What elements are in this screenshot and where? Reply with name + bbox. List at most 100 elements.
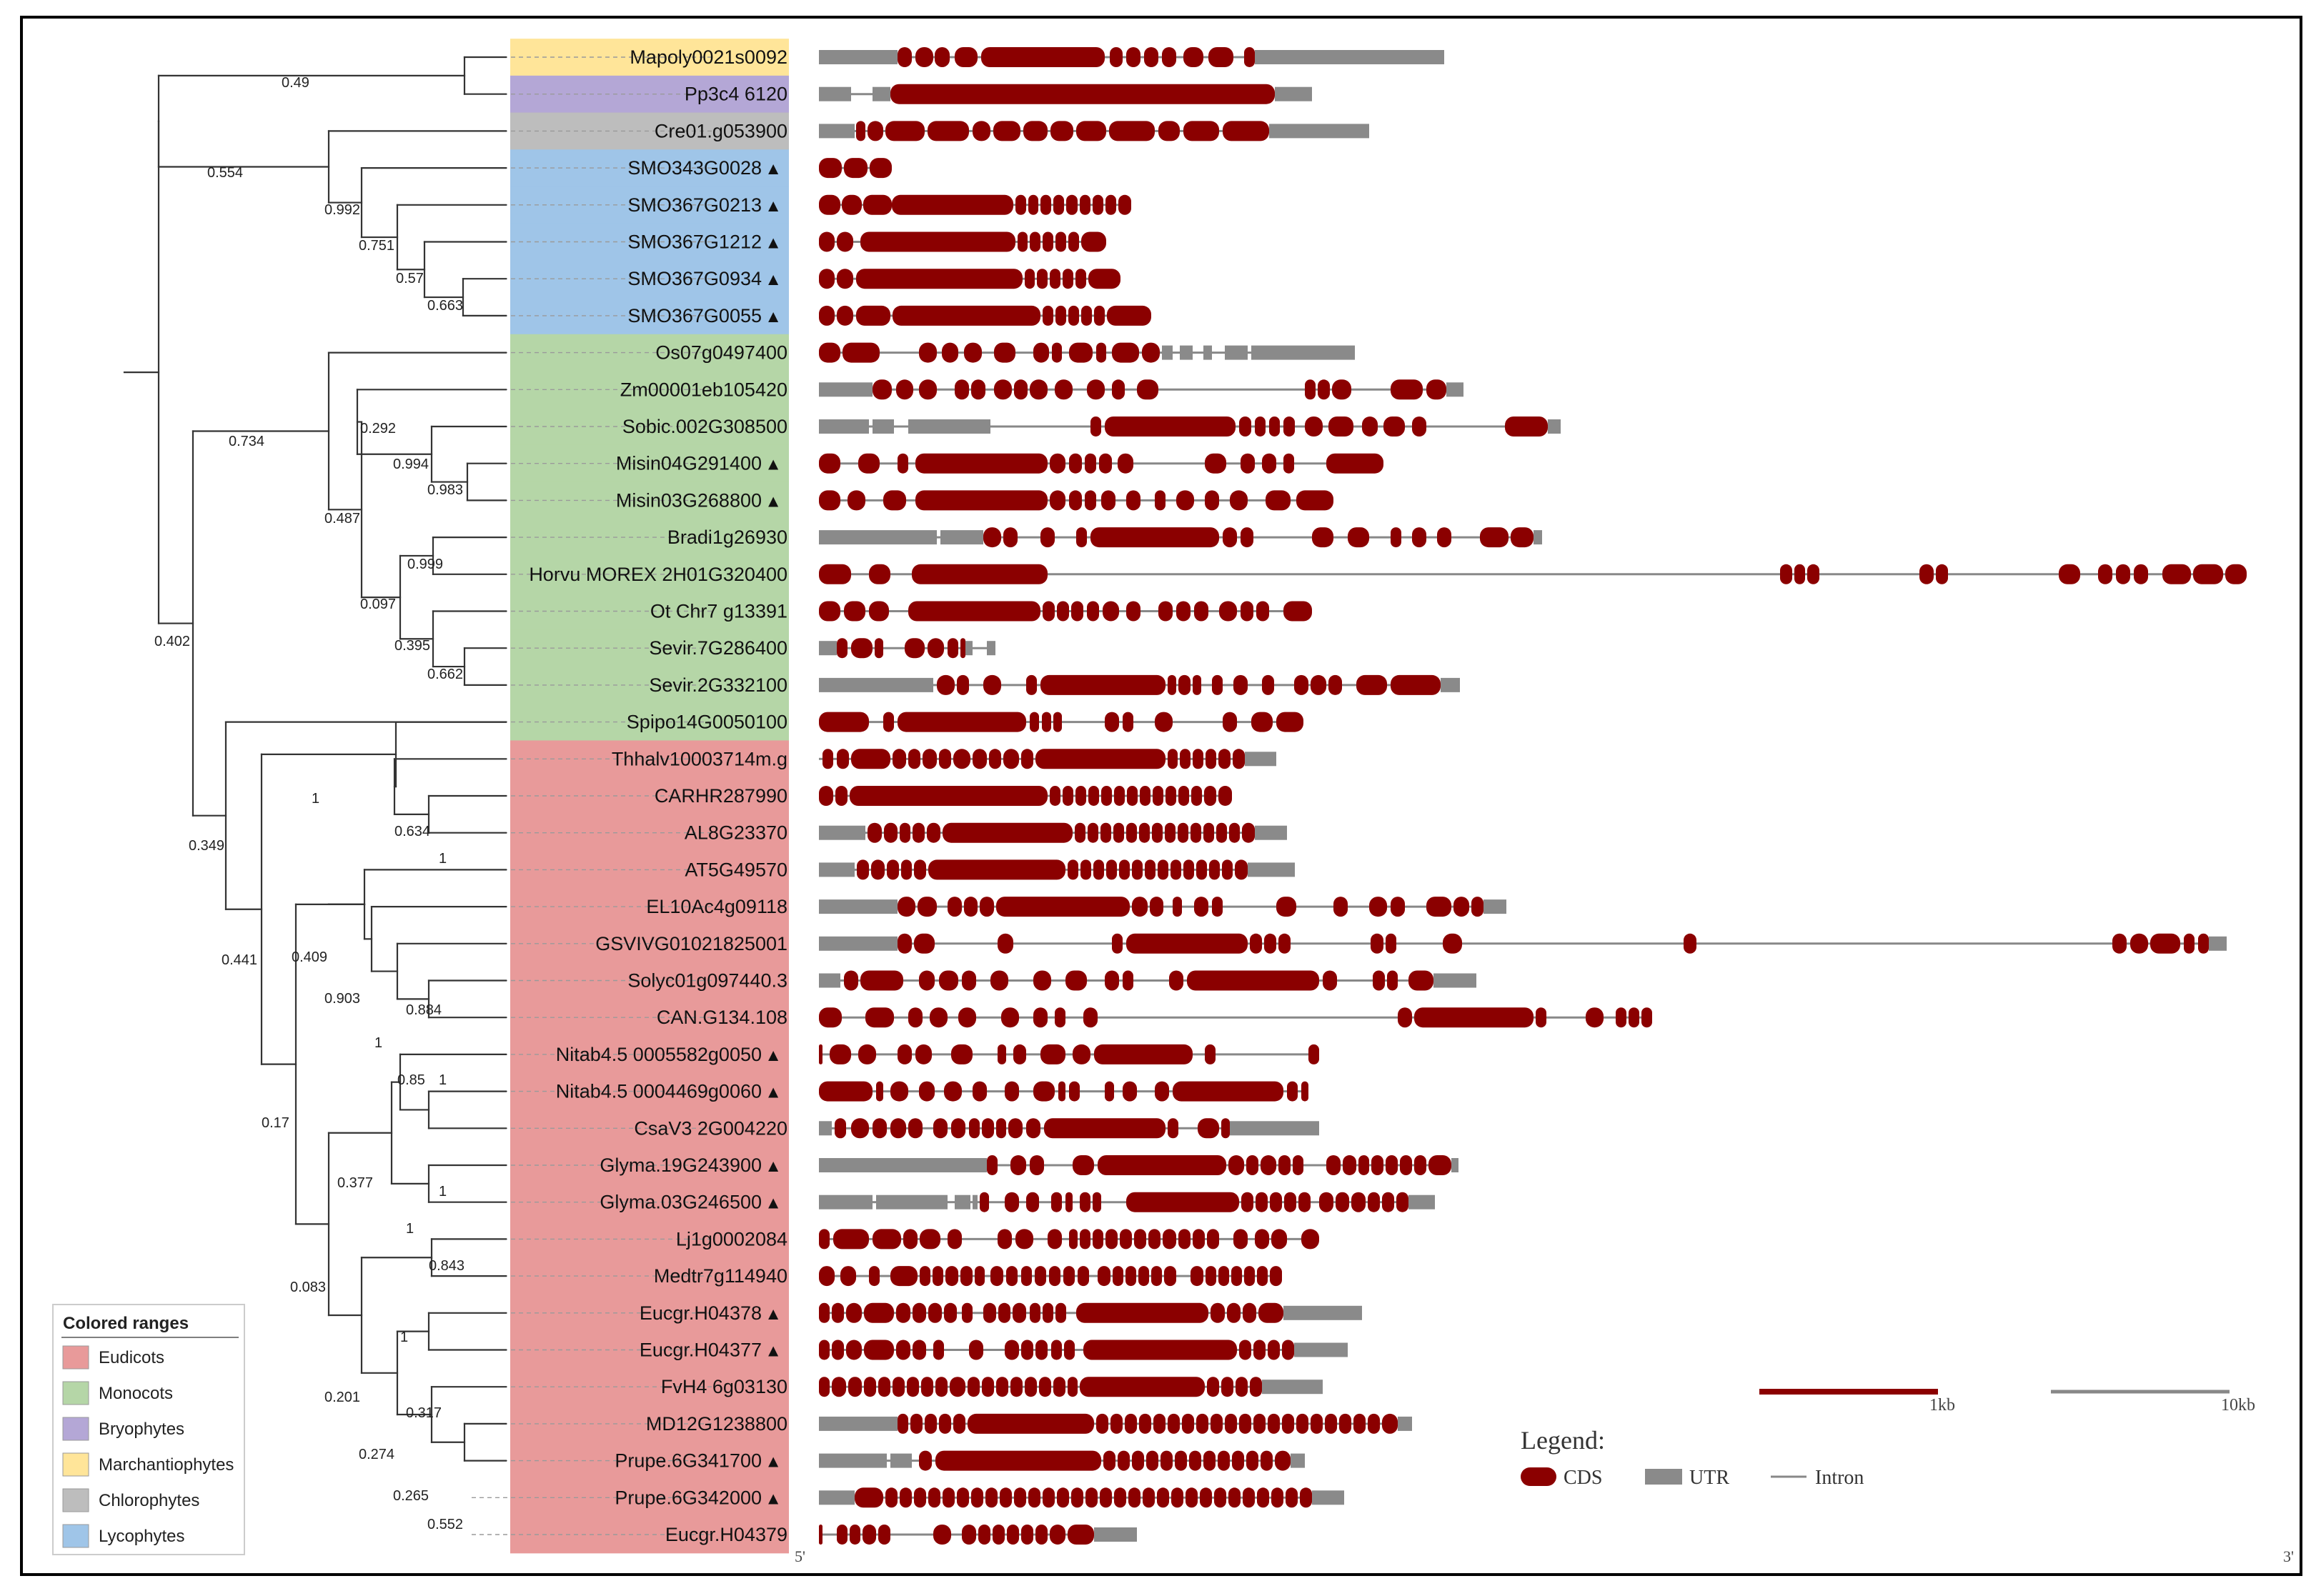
range-band <box>510 408 789 446</box>
cds-segment <box>2116 564 2130 584</box>
cds-segment <box>1229 822 1240 843</box>
cds-segment <box>990 1266 1003 1287</box>
cds-segment <box>1006 1266 1018 1287</box>
utr-segment <box>955 1194 970 1210</box>
gene-label: Thhalv10003714m.g <box>612 748 787 769</box>
cds-segment <box>1101 786 1112 806</box>
bootstrap-value: 0.554 <box>207 165 243 181</box>
cds-segment <box>1205 1044 1216 1064</box>
gene-structure-row <box>819 859 1295 880</box>
cds-segment <box>1270 1192 1282 1212</box>
cds-segment <box>1146 1450 1158 1471</box>
cds-segment <box>1026 1118 1040 1139</box>
cds-segment <box>1194 601 1208 622</box>
cds-segment <box>1035 1525 1048 1545</box>
cds-segment <box>1209 859 1220 880</box>
cds-segment <box>914 933 935 954</box>
bootstrap-value: 0.441 <box>222 952 257 968</box>
legend-swatch <box>62 1345 89 1370</box>
cds-segment <box>2098 564 2112 584</box>
cds-segment <box>837 305 853 326</box>
cds-segment <box>1118 194 1131 215</box>
cds-segment <box>819 1081 873 1102</box>
cds-segment <box>1098 1266 1110 1287</box>
range-band <box>510 1220 789 1258</box>
cds-segment <box>1033 1007 1048 1028</box>
cds-segment <box>858 1044 876 1064</box>
cds-segment <box>1003 527 1018 548</box>
cds-segment <box>1283 417 1295 437</box>
cds-segment <box>1005 1081 1019 1102</box>
gene-structure-row <box>819 638 995 659</box>
cds-segment <box>1241 527 1253 548</box>
gene-structure-row <box>819 1302 1362 1323</box>
cds-segment <box>1143 1487 1155 1508</box>
cds-segment <box>951 1118 965 1139</box>
cds-segment <box>832 1340 844 1360</box>
duplicate-marker: ▲ <box>765 159 782 179</box>
utr-segment <box>1312 1490 1344 1505</box>
cds-segment <box>1223 527 1237 548</box>
utr-segment <box>819 50 898 64</box>
gene-label: Glyma.03G246500 <box>600 1192 762 1213</box>
cds-segment <box>1189 1450 1201 1471</box>
bootstrap-value: 0.487 <box>324 511 360 527</box>
cds-segment <box>1807 564 1819 584</box>
gene-structure-row <box>819 84 1312 104</box>
cds-segment <box>898 712 1026 732</box>
gene-structure-row <box>819 47 1444 67</box>
cds-segment <box>846 1340 862 1360</box>
cds-segment <box>1030 1302 1040 1323</box>
cds-segment <box>993 1525 1005 1545</box>
cds-segment <box>1178 822 1188 843</box>
cds-segment <box>860 970 903 991</box>
bootstrap-value: 1 <box>374 1035 382 1051</box>
cds-segment <box>1087 379 1105 400</box>
cds-segment <box>1225 1413 1237 1434</box>
gene-structure-row <box>819 674 1460 695</box>
bootstrap-value: 1 <box>312 791 319 807</box>
gene-label: Pp3c4 6120 <box>685 84 787 105</box>
cds-segment <box>1382 1413 1398 1434</box>
range-band <box>510 519 789 557</box>
cds-segment <box>1233 1229 1248 1250</box>
cds-segment <box>1193 749 1203 769</box>
gene-structure-row <box>819 1155 1458 1175</box>
cds-segment <box>1412 417 1426 437</box>
cds-segment <box>1218 786 1232 806</box>
cds-segment <box>913 822 925 843</box>
gene-label: FvH4 6g03130 <box>661 1376 787 1397</box>
utr-swatch <box>1645 1469 1682 1485</box>
cds-segment <box>840 1266 856 1287</box>
cds-segment <box>996 1377 1008 1397</box>
range-band <box>510 260 789 298</box>
cds-segment <box>962 970 976 991</box>
cds-segment <box>1148 1229 1161 1250</box>
bootstrap-value: 0.17 <box>262 1115 289 1131</box>
cds-segment <box>1180 749 1191 769</box>
cds-segment <box>912 564 1048 584</box>
cds-segment <box>914 859 926 880</box>
cds-segment <box>898 1044 912 1064</box>
cds-segment <box>1471 897 1483 917</box>
cds-segment <box>1080 1377 1205 1397</box>
cds-segment <box>1241 1192 1253 1212</box>
cds-segment <box>1196 1413 1208 1434</box>
gene-structure-row <box>819 786 1232 806</box>
utr-segment <box>819 1121 832 1136</box>
cds-segment <box>864 1302 894 1323</box>
gene-structures <box>819 47 2247 1545</box>
cds-segment <box>822 749 833 769</box>
cds-segment <box>1039 1377 1051 1397</box>
cds-segment <box>1301 1081 1308 1102</box>
cds-segment <box>993 121 1020 141</box>
cds-segment <box>1191 1266 1203 1287</box>
cds-segment <box>819 564 851 584</box>
cds-segment <box>1153 1413 1166 1434</box>
utr-segment <box>1255 825 1287 840</box>
cds-segment <box>1536 1007 1546 1028</box>
cds-segment <box>1794 564 1805 584</box>
cds-segment <box>1262 453 1276 474</box>
utr-segment <box>873 419 894 434</box>
range-band <box>510 888 789 926</box>
